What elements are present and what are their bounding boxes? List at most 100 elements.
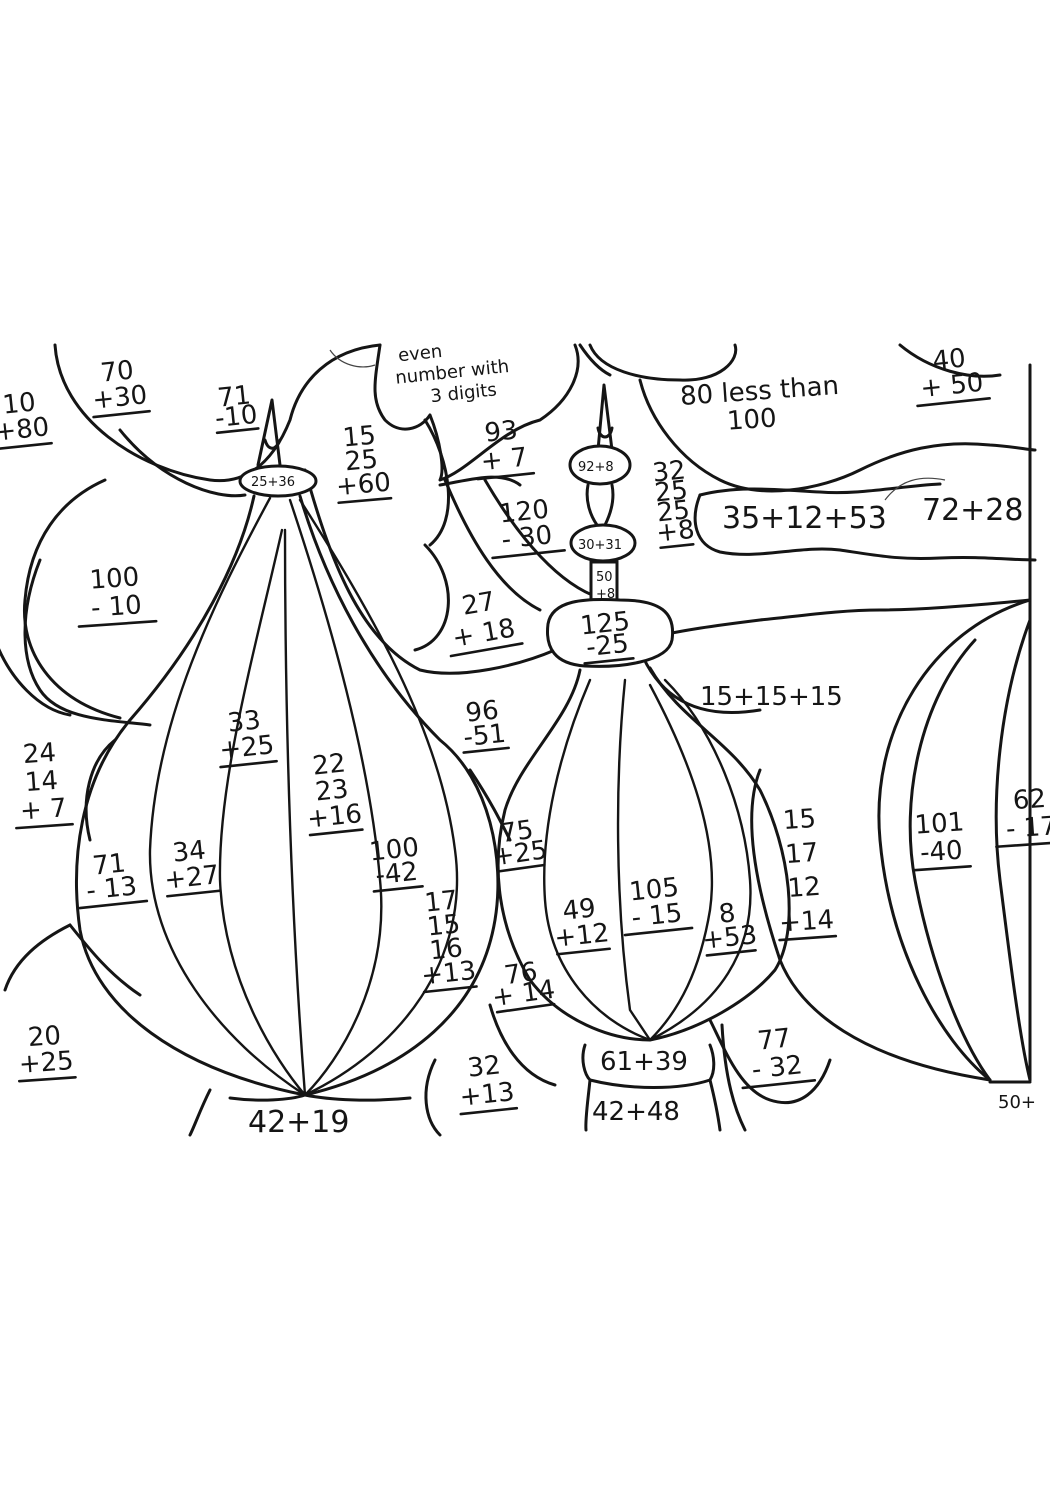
problem-underline bbox=[462, 746, 510, 754]
cap-30-31: 30+31 bbox=[578, 538, 622, 553]
problem-line: 25 bbox=[653, 475, 689, 508]
problem-line: +25 bbox=[18, 1046, 75, 1080]
problem-line: +27 bbox=[163, 860, 221, 896]
expr-42-48: 42+48 bbox=[592, 1097, 680, 1127]
expr-15-15-15: 15+15+15 bbox=[700, 682, 843, 712]
problem-line: +13 bbox=[458, 1077, 516, 1113]
problem-underline bbox=[449, 642, 524, 658]
expr-35-12-53: 35+12+53 bbox=[722, 501, 887, 536]
left-onion-dome bbox=[75, 398, 500, 1102]
problem-p-76-14: 76+ 14 bbox=[490, 957, 557, 1014]
problem-line: 105 bbox=[628, 873, 681, 908]
problem-line: 71 bbox=[91, 848, 127, 881]
problem-line: -51 bbox=[462, 719, 507, 753]
problem-p-120-30: 120- 30 bbox=[491, 495, 566, 560]
expr-72-28: 72+28 bbox=[922, 493, 1023, 528]
problem-underline bbox=[15, 822, 74, 830]
problem-line: 25 bbox=[655, 495, 691, 528]
problem-line: - 10 bbox=[90, 590, 143, 623]
word-problems: even number with 3 digits bbox=[394, 341, 510, 407]
problem-line: 77 bbox=[756, 1023, 792, 1056]
problem-line: 120 bbox=[498, 495, 551, 530]
problem-p-71-10: 71-10 bbox=[214, 380, 260, 435]
problem-p-70-30: 70+30 bbox=[91, 355, 151, 419]
problem-p-125-25: 125-25 bbox=[579, 607, 635, 665]
less-line2: 100 bbox=[726, 403, 778, 436]
problem-line: 33 bbox=[226, 705, 262, 738]
problem-underline bbox=[495, 1002, 556, 1014]
problem-p-32-13: 32+13 bbox=[458, 1050, 519, 1116]
problem-underline bbox=[778, 934, 838, 942]
problem-underline bbox=[491, 549, 566, 560]
problem-line: +80 bbox=[0, 412, 51, 448]
problem-p-40-50: 40+ 50 bbox=[916, 343, 991, 408]
problem-line: +13 bbox=[420, 956, 478, 992]
problem-p-33-25: 33+25 bbox=[218, 705, 278, 769]
problem-line: 49 bbox=[561, 893, 597, 926]
problem-line: - 17 bbox=[1005, 811, 1050, 844]
problem-line: - 32 bbox=[750, 1050, 804, 1085]
problem-underline bbox=[556, 947, 611, 956]
inline-expressions: 25+36 92+8 30+31 50 +8 35+12+53 72+28 15… bbox=[248, 460, 1036, 1140]
problem-underline bbox=[78, 899, 149, 910]
problem-underline bbox=[476, 471, 536, 481]
problem-p-71-13: 71- 13 bbox=[78, 848, 149, 910]
problem-line: 15 bbox=[342, 421, 378, 454]
problem-line: +25 bbox=[491, 835, 550, 872]
problem-line: +16 bbox=[306, 799, 364, 835]
problem-line: 23 bbox=[314, 774, 350, 807]
problem-underline bbox=[17, 1075, 77, 1083]
problem-p-34-27: 34+27 bbox=[163, 835, 221, 898]
problem-line: +60 bbox=[335, 468, 392, 503]
problem-p-77-32: 77- 32 bbox=[741, 1023, 817, 1090]
problem-underline bbox=[583, 657, 635, 665]
problem-p-62-17: 62- 17 bbox=[995, 784, 1050, 849]
problem-underline bbox=[498, 863, 546, 873]
expr-61-39: 61+39 bbox=[600, 1047, 688, 1077]
problem-line: 62 bbox=[1012, 784, 1047, 816]
problem-p-96-51: 96-51 bbox=[462, 695, 510, 754]
problem-line: -25 bbox=[585, 629, 630, 663]
problem-underline bbox=[422, 985, 478, 994]
cap-25-36: 25+36 bbox=[251, 475, 295, 490]
problem-p-100-10: 100- 10 bbox=[77, 562, 158, 628]
problem-underline bbox=[913, 864, 972, 872]
problem-underline bbox=[916, 397, 991, 408]
problem-p-49-12: 49+12 bbox=[553, 893, 611, 956]
problem-underline bbox=[77, 619, 158, 628]
problem-underline bbox=[995, 840, 1050, 849]
problem-line: 15 bbox=[426, 909, 462, 942]
problem-line: 14 bbox=[24, 766, 59, 798]
problem-line: 125 bbox=[579, 607, 632, 642]
problem-p-93-7: 93+ 7 bbox=[476, 415, 536, 481]
problem-underline bbox=[215, 427, 260, 435]
problem-p-20-25: 20+25 bbox=[17, 1021, 77, 1083]
problem-line: + 50 bbox=[919, 368, 985, 404]
problem-line: 34 bbox=[171, 835, 207, 868]
problem-line: 10 bbox=[1, 387, 37, 420]
problem-p-105-15: 105- 15 bbox=[623, 873, 694, 937]
problem-underline bbox=[459, 1106, 519, 1116]
problem-line: 17 bbox=[423, 885, 459, 918]
problem-line: - 15 bbox=[630, 898, 684, 933]
problem-line: 32 bbox=[651, 455, 687, 488]
problem-line: 25 bbox=[344, 445, 380, 478]
problem-p-27-18: 27+ 18 bbox=[449, 586, 524, 658]
even-line1: even bbox=[397, 341, 443, 367]
problem-p-75-25: 75+25 bbox=[491, 815, 550, 873]
problem-line: + 18 bbox=[450, 613, 517, 654]
problem-line: 76 bbox=[502, 957, 539, 991]
problem-line: +14 bbox=[778, 905, 835, 939]
problem-line: 93 bbox=[483, 415, 519, 448]
problem-line: 32 bbox=[466, 1050, 502, 1083]
problem-line: - 30 bbox=[500, 520, 554, 555]
cap-50-8-top: 50 bbox=[596, 570, 613, 585]
problem-p-101-40: 101-40 bbox=[913, 807, 972, 872]
problem-underline bbox=[337, 496, 393, 505]
problem-underline bbox=[659, 543, 695, 550]
problem-line: + 7 bbox=[479, 443, 528, 478]
